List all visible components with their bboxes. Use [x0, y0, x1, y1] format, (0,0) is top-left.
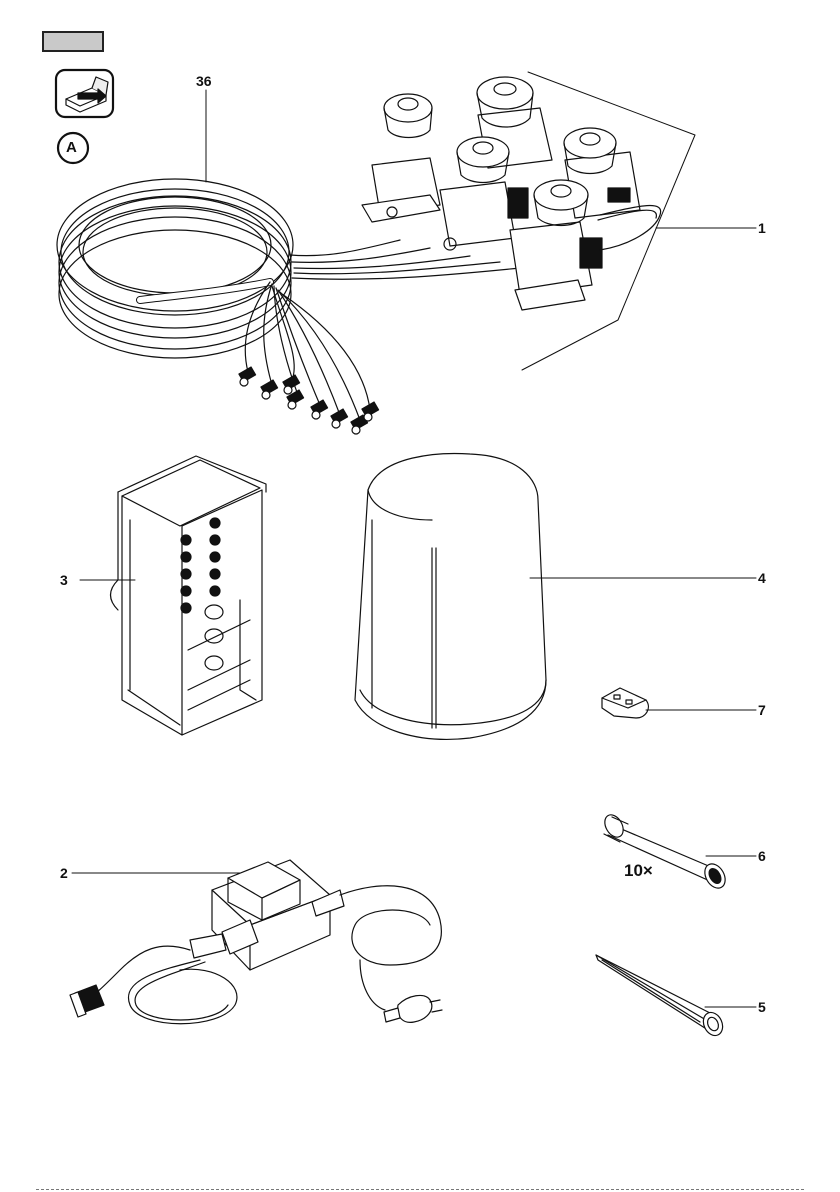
callout-4: 4	[758, 571, 766, 585]
open-box-icon	[56, 70, 113, 117]
figure-letter: A	[66, 141, 77, 155]
page-bottom-rule	[36, 1189, 804, 1190]
part-6-connector-rod	[601, 812, 729, 892]
callout-5: 5	[758, 1000, 766, 1014]
part-3-distribution-box	[111, 456, 267, 735]
part-5-ground-spike	[596, 955, 726, 1039]
callout-7: 7	[758, 703, 766, 717]
mains-plug	[384, 995, 442, 1022]
quantity-note: 10×	[624, 864, 653, 878]
part-4-cover-hood	[355, 454, 546, 740]
callout-6: 6	[758, 849, 766, 863]
callout-2: 2	[60, 866, 68, 880]
callout-3: 3	[60, 573, 68, 587]
callout-36: 36	[196, 74, 212, 88]
part-1-spotlight-modules	[362, 72, 695, 370]
part-7-clip	[602, 688, 648, 718]
callout-1: 1	[758, 221, 766, 235]
part-2-transformer	[70, 860, 442, 1024]
